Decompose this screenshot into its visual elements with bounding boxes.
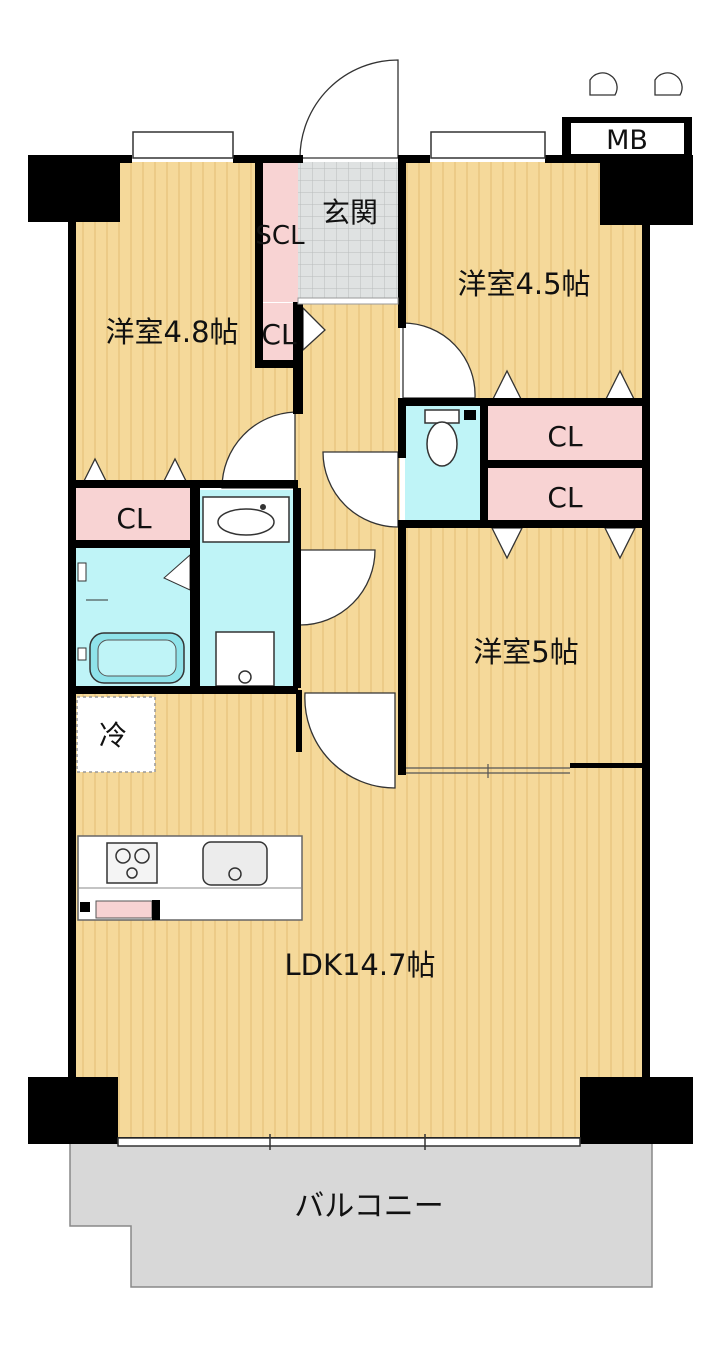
label-balcony: バルコニー [294,1189,443,1224]
label-closet-left: CL [116,502,152,535]
label-closet-small: CL [261,318,297,351]
label-fridge: 冷 [99,719,127,752]
label-western-room-4-5: 洋室4.5帖 [457,267,590,301]
windows [117,131,581,1150]
label-entrance: 玄関 [322,196,378,229]
label-meter-box: MB [606,125,648,156]
bathtub-icon [89,632,185,684]
walls [28,155,693,1145]
closet-small [258,303,298,360]
label-shoe-closet: SCL [255,221,305,251]
closet-door-markers [80,369,637,560]
label-closet-right-lower: CL [547,481,583,514]
label-closet-right-upper: CL [547,420,583,453]
closet-right-upper [486,405,643,461]
closet-right-lower [486,468,643,524]
label-western-room-4-8: 洋室4.8帖 [105,315,238,349]
washbasin-icon [202,496,290,543]
washing-machine-icon [215,631,275,687]
label-western-room-5: 洋室5帖 [473,635,578,669]
label-ldk: LDK14.7帖 [284,948,435,982]
toilet-icon [424,409,476,467]
sliding-door-track [406,764,570,778]
door-swings [221,59,683,789]
meter-box [562,117,692,159]
sink-icon [202,841,268,886]
shoe-closet [263,162,298,302]
entrance-area [298,162,398,302]
closet-left [75,487,193,543]
fridge-space [76,696,156,773]
kitchen-pantry [95,900,153,919]
stove-icon [106,842,158,884]
